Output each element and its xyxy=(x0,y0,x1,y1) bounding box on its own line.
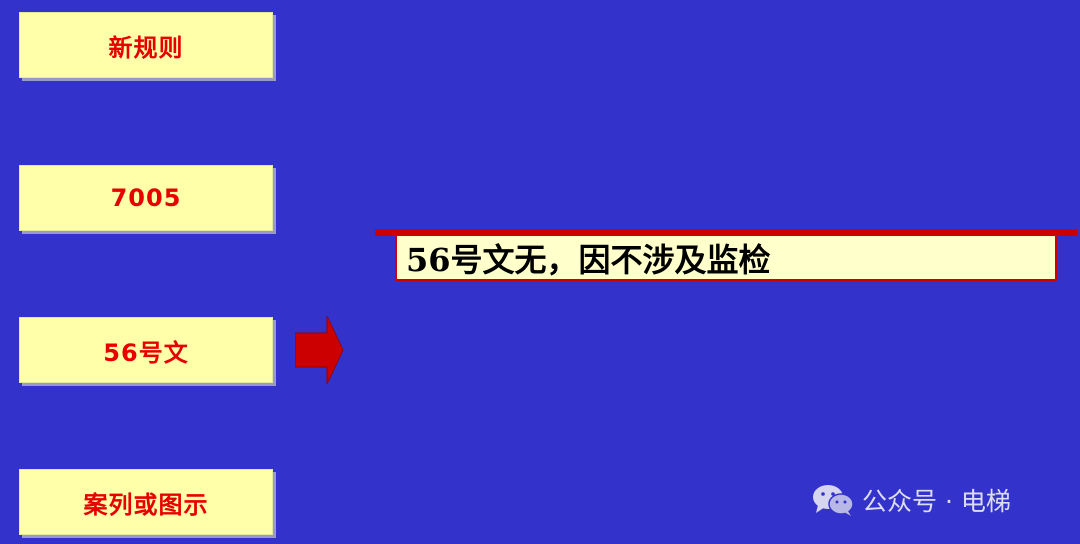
wechat-icon xyxy=(813,485,854,516)
nav-button-label: 7005 xyxy=(110,184,182,212)
nav-button-label: 新规则 xyxy=(108,33,184,62)
watermark: 公众号 · 电梯 xyxy=(812,481,1011,519)
callout-text: 56号文无，因不涉及监检 xyxy=(406,240,771,279)
callout-top-bar xyxy=(375,229,1077,236)
nav-button-new-rules[interactable]: 新规则 xyxy=(19,12,273,78)
callout-box: 56号文无，因不涉及监检 xyxy=(395,236,1057,281)
nav-button-7005[interactable]: 7005 xyxy=(19,165,273,231)
nav-button-cases[interactable]: 案列或图示 xyxy=(19,469,273,535)
watermark-text: 公众号 · 电梯 xyxy=(862,487,1011,516)
arrow-right-icon xyxy=(295,316,343,384)
nav-button-label: 案列或图示 xyxy=(83,490,209,519)
nav-button-doc-56[interactable]: 56号文 xyxy=(19,317,273,383)
nav-button-label: 56号文 xyxy=(103,338,189,367)
